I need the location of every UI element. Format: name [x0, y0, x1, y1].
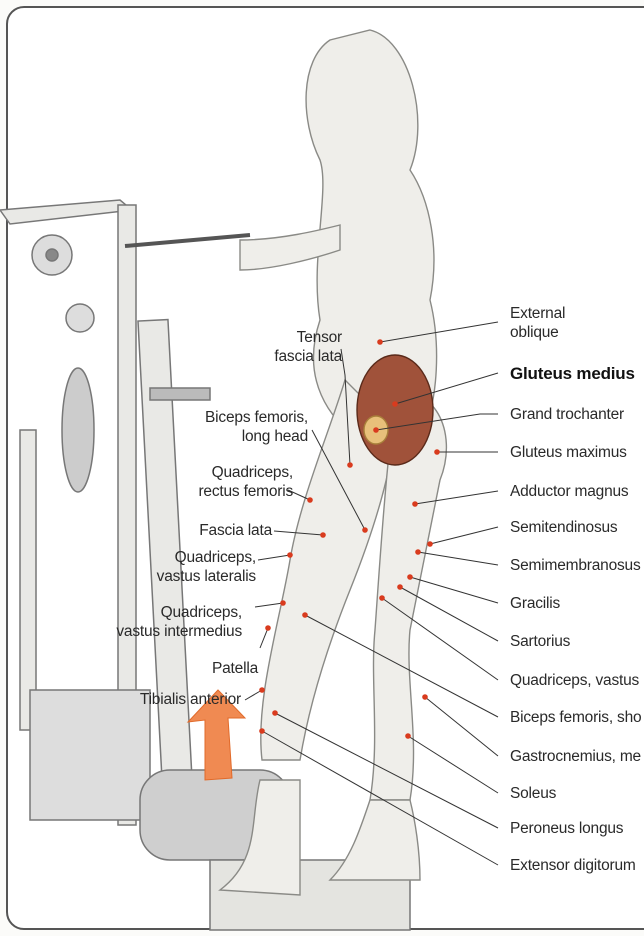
label-gracilis: Gracilis [510, 594, 560, 613]
label-tibialis-anterior: Tibialis anterior [140, 690, 241, 709]
cable-handle [125, 235, 250, 246]
label-biceps-femoris-short: Biceps femoris, sho [510, 708, 641, 727]
label-quadriceps-vastus: Quadriceps, vastus [510, 671, 639, 690]
label-semimembranosus: Semimembranosus [510, 556, 641, 575]
machine-top-beam [0, 200, 132, 224]
label-adductor-magnus: Adductor magnus [510, 482, 629, 501]
label-semitendinosus: Semitendinosus [510, 518, 618, 537]
weight-pin [150, 388, 210, 400]
label-grand-trochanter: Grand trochanter [510, 405, 624, 424]
label-gastrocnemius: Gastrocnemius, me [510, 747, 641, 766]
label-peroneus-longus: Peroneus longus [510, 819, 623, 838]
label-soleus: Soleus [510, 784, 556, 803]
label-biceps-femoris-long: Biceps femoris,long head [205, 408, 308, 446]
label-quadriceps-vastus-lateralis: Quadriceps,vastus lateralis [157, 548, 256, 586]
gluteus-medius-muscle [357, 355, 433, 465]
weight-plate [62, 368, 94, 492]
machine-side-post [20, 430, 36, 730]
label-sartorius: Sartorius [510, 632, 570, 651]
label-gluteus-medius: Gluteus medius [510, 364, 635, 383]
right-foot [330, 800, 420, 880]
machine-base [30, 690, 150, 820]
label-quadriceps-vastus-intermedius: Quadriceps,vastus intermedius [116, 603, 242, 641]
pulley-mid [66, 304, 94, 332]
label-extensor-digitorum: Extensor digitorum [510, 856, 636, 875]
label-gluteus-maximus: Gluteus maximus [510, 443, 627, 462]
label-fascia-lata: Fascia lata [199, 521, 272, 540]
label-patella: Patella [212, 659, 258, 678]
label-quadriceps-rectus-femoris: Quadriceps,rectus femoris [198, 463, 293, 501]
